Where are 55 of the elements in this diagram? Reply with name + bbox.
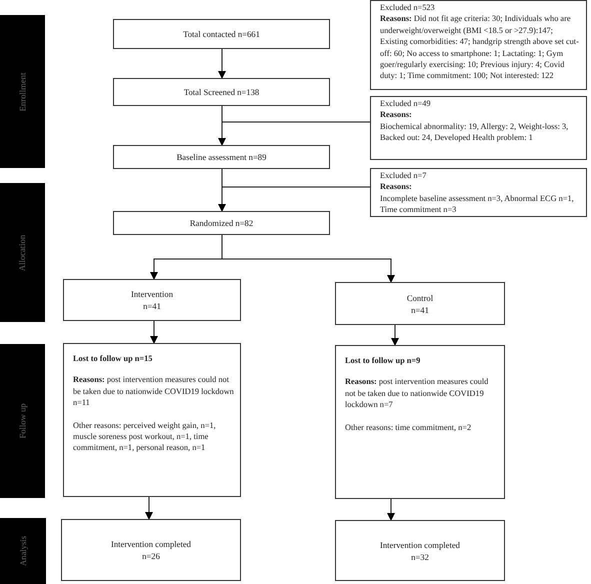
reason-text: Other reasons: perceived weight gain, n=1, muscle soreness post workout, n=1, time commitment, n=1, personal reason, n=1 (73, 420, 217, 454)
process-box (113, 19, 330, 49)
box-label: Randomized n=82 (190, 217, 254, 229)
arrow (391, 324, 399, 346)
arrow (218, 168, 226, 212)
process-box (335, 282, 505, 325)
box-label: Baseline assessment n=89 (176, 151, 266, 163)
stage-band (0, 183, 45, 322)
arrow (387, 498, 395, 521)
count-label: n=32 (411, 550, 429, 562)
count-label: n=41 (411, 304, 429, 316)
box-heading: Lost to follow up n=15 (73, 353, 154, 364)
reason-text: Reasons: (380, 109, 413, 121)
box-label: Intervention (131, 288, 173, 300)
reason-text: Other reasons: time commitment, n=2 (345, 422, 472, 434)
process-box (335, 520, 505, 581)
box-label: Control (406, 292, 434, 304)
stage-band (0, 518, 46, 584)
box-label: Total contacted n=661 (183, 28, 260, 40)
reason-text: Reasons: Did not fit age criteria: 30; Individuals who are underweight/overweight (BMI <18.5 or >27.9):147; Existing comorbidities: 47; handgrip strength above set cut-off: 60; No access to smartphone: 1; Lactating: 1; Gym goer/regularly exercising: 10; Previous injury: 4; Covid duty: 1; Time commitment: 100; Not interested: 122 (380, 13, 580, 82)
box-label: Total Screened n=138 (184, 86, 260, 98)
reason-text: Biochemical abnormality: 19, Allergy: 2, Weight-loss: 3, Backed out: 24, Developed Health problem: 1 (380, 120, 570, 144)
box-label: Intervention completed (111, 538, 191, 550)
box-heading: Excluded n=7 (380, 170, 428, 182)
stage-label: Allocation (18, 234, 28, 271)
count-label: n=26 (142, 550, 160, 562)
box-heading: Excluded n=523 (380, 2, 436, 14)
follow-up-box (335, 345, 505, 499)
process-box (113, 145, 330, 169)
arrow (145, 496, 153, 520)
stage-band (0, 15, 45, 168)
process-box (113, 211, 330, 235)
exclusion-box (370, 168, 587, 217)
count-label: n=41 (143, 300, 161, 312)
reason-text: Reasons: (380, 181, 413, 193)
arrow (150, 320, 158, 344)
process-box (113, 78, 330, 106)
exclusion-box (370, 96, 587, 160)
process-box (63, 279, 241, 321)
stage-band (0, 344, 45, 498)
reason-text: Incomplete baseline assessment n=3, Abnormal ECG n=1, Time commitment n=3 (380, 192, 575, 216)
stage-label: Analysis (18, 536, 28, 566)
stage-label: Follow up (18, 403, 28, 439)
arrow (218, 106, 226, 146)
reason-text: Reasons: post intervention measures could not be taken due to nationwide COVID19 lockdown n=7 (345, 376, 490, 411)
stage-label: Enrollment (18, 72, 28, 111)
reason-text: Reasons: post intervention measures could not be taken due to nationwide COVID19 lockdown n=11 (73, 374, 234, 409)
box-heading: Lost to follow up n=9 (345, 355, 422, 366)
box-label: Intervention completed (380, 538, 460, 550)
follow-up-box (63, 343, 241, 497)
arrow (218, 48, 226, 79)
exclusion-box (370, 0, 587, 90)
arrow (222, 234, 395, 283)
process-box (61, 519, 241, 581)
box-heading: Excluded n=49 (380, 98, 432, 110)
